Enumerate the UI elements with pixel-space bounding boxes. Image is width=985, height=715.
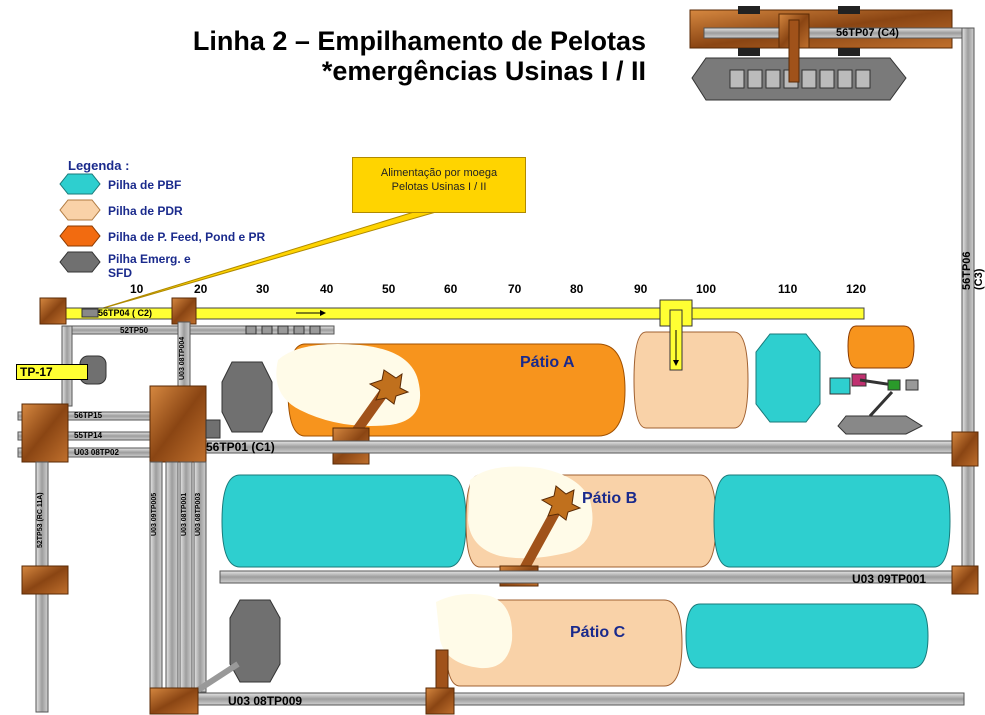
reclaimer-machine <box>829 373 924 435</box>
scale-tick: 70 <box>508 282 522 296</box>
belt-56tp04 <box>47 307 865 320</box>
tp17-label: TP-17 <box>16 364 88 380</box>
patio-b-label: Pátio B <box>582 490 638 507</box>
belt-56tp06 <box>961 27 975 589</box>
belt-label-08tp001: U03 08TP001 <box>181 492 188 536</box>
stockpile-pbf <box>221 474 467 568</box>
stockpile-pbf <box>685 603 929 669</box>
patio-c-label: Pátio C <box>570 624 626 641</box>
transfer-tower <box>149 385 207 463</box>
belt-label-52tp50: 52TP50 <box>120 326 149 335</box>
stockpile-pbf <box>713 474 951 568</box>
belt-label-08tp003: U03 08TP003 <box>195 492 202 536</box>
belt-56tp01 <box>167 440 969 454</box>
stockpile-pdr <box>633 331 749 429</box>
stockpile-emerg <box>229 599 281 683</box>
scale-tick: 80 <box>570 282 584 296</box>
belt-08tp009 <box>197 692 965 706</box>
belt-label-56tp15: 56TP15 <box>74 411 103 420</box>
belt-52tp50 <box>61 325 335 335</box>
legend-label-pfeed: Pilha de P. Feed, Pond e PR <box>108 230 266 244</box>
legend-label-pbf: Pilha de PBF <box>108 178 182 192</box>
legend-heading: Legenda : <box>68 158 130 173</box>
belt-label-08tp02: U03 08TP02 <box>74 448 119 457</box>
scale-tick: 40 <box>320 282 334 296</box>
stockpile-pfeed <box>847 325 915 369</box>
belt-label-52tp53: 52TP53 (RC 11A) <box>37 492 44 548</box>
scale-tick: 110 <box>778 282 798 296</box>
legend-label-pdr: Pilha de PDR <box>108 204 183 218</box>
transfer-house <box>39 297 67 325</box>
belt-label-56tp01: 56TP01 (C1) <box>206 440 275 454</box>
page-title-line2: *emergências Usinas I / II <box>321 56 646 86</box>
feed-callout: Alimentação por moega Pelotas Usinas I /… <box>352 157 526 213</box>
stockpile-pbf <box>755 333 821 423</box>
belt-label-56tp06: 56TP06 (C3) <box>961 251 985 290</box>
transfer-tower <box>21 403 69 463</box>
belt-label-09tp001: U03 09TP001 <box>852 572 927 586</box>
patio-a-label: Pátio A <box>520 354 575 371</box>
scale-tick: 90 <box>634 282 648 296</box>
scale-tick: 100 <box>696 282 717 296</box>
ship-loader <box>689 6 963 101</box>
legend-icons <box>59 173 101 273</box>
legend-label-sfd: SFD <box>108 266 132 280</box>
belt-label-09tp005: U03 09TP005 <box>151 492 158 536</box>
scale-tick: 20 <box>194 282 208 296</box>
scale-tick: 50 <box>382 282 396 296</box>
scale-tick: 10 <box>130 282 144 296</box>
belt-label-55tp14: 55TP14 <box>74 431 103 440</box>
belt-label-56tp07: 56TP07 (C4) <box>836 27 899 39</box>
scale-tick: 60 <box>444 282 458 296</box>
callout-line1: Alimentação por moega <box>380 167 498 179</box>
legend-label-emerg: Pilha Emerg. e <box>108 252 191 266</box>
stockpile-emerg <box>221 361 273 433</box>
transfer-house <box>171 297 197 325</box>
belt-label-08tp004: U03 08TP004 <box>179 336 186 380</box>
scale-tick: 120 <box>846 282 867 296</box>
callout-line2: Pelotas Usinas I / II <box>391 181 487 193</box>
scale-tick: 30 <box>256 282 270 296</box>
page-title-line1: Linha 2 – Empilhamento de Pelotas <box>192 26 646 56</box>
belt-label-56tp04: 56TP04 ( C2) <box>98 308 153 318</box>
belt-label-08tp009: U03 08TP009 <box>228 694 303 708</box>
